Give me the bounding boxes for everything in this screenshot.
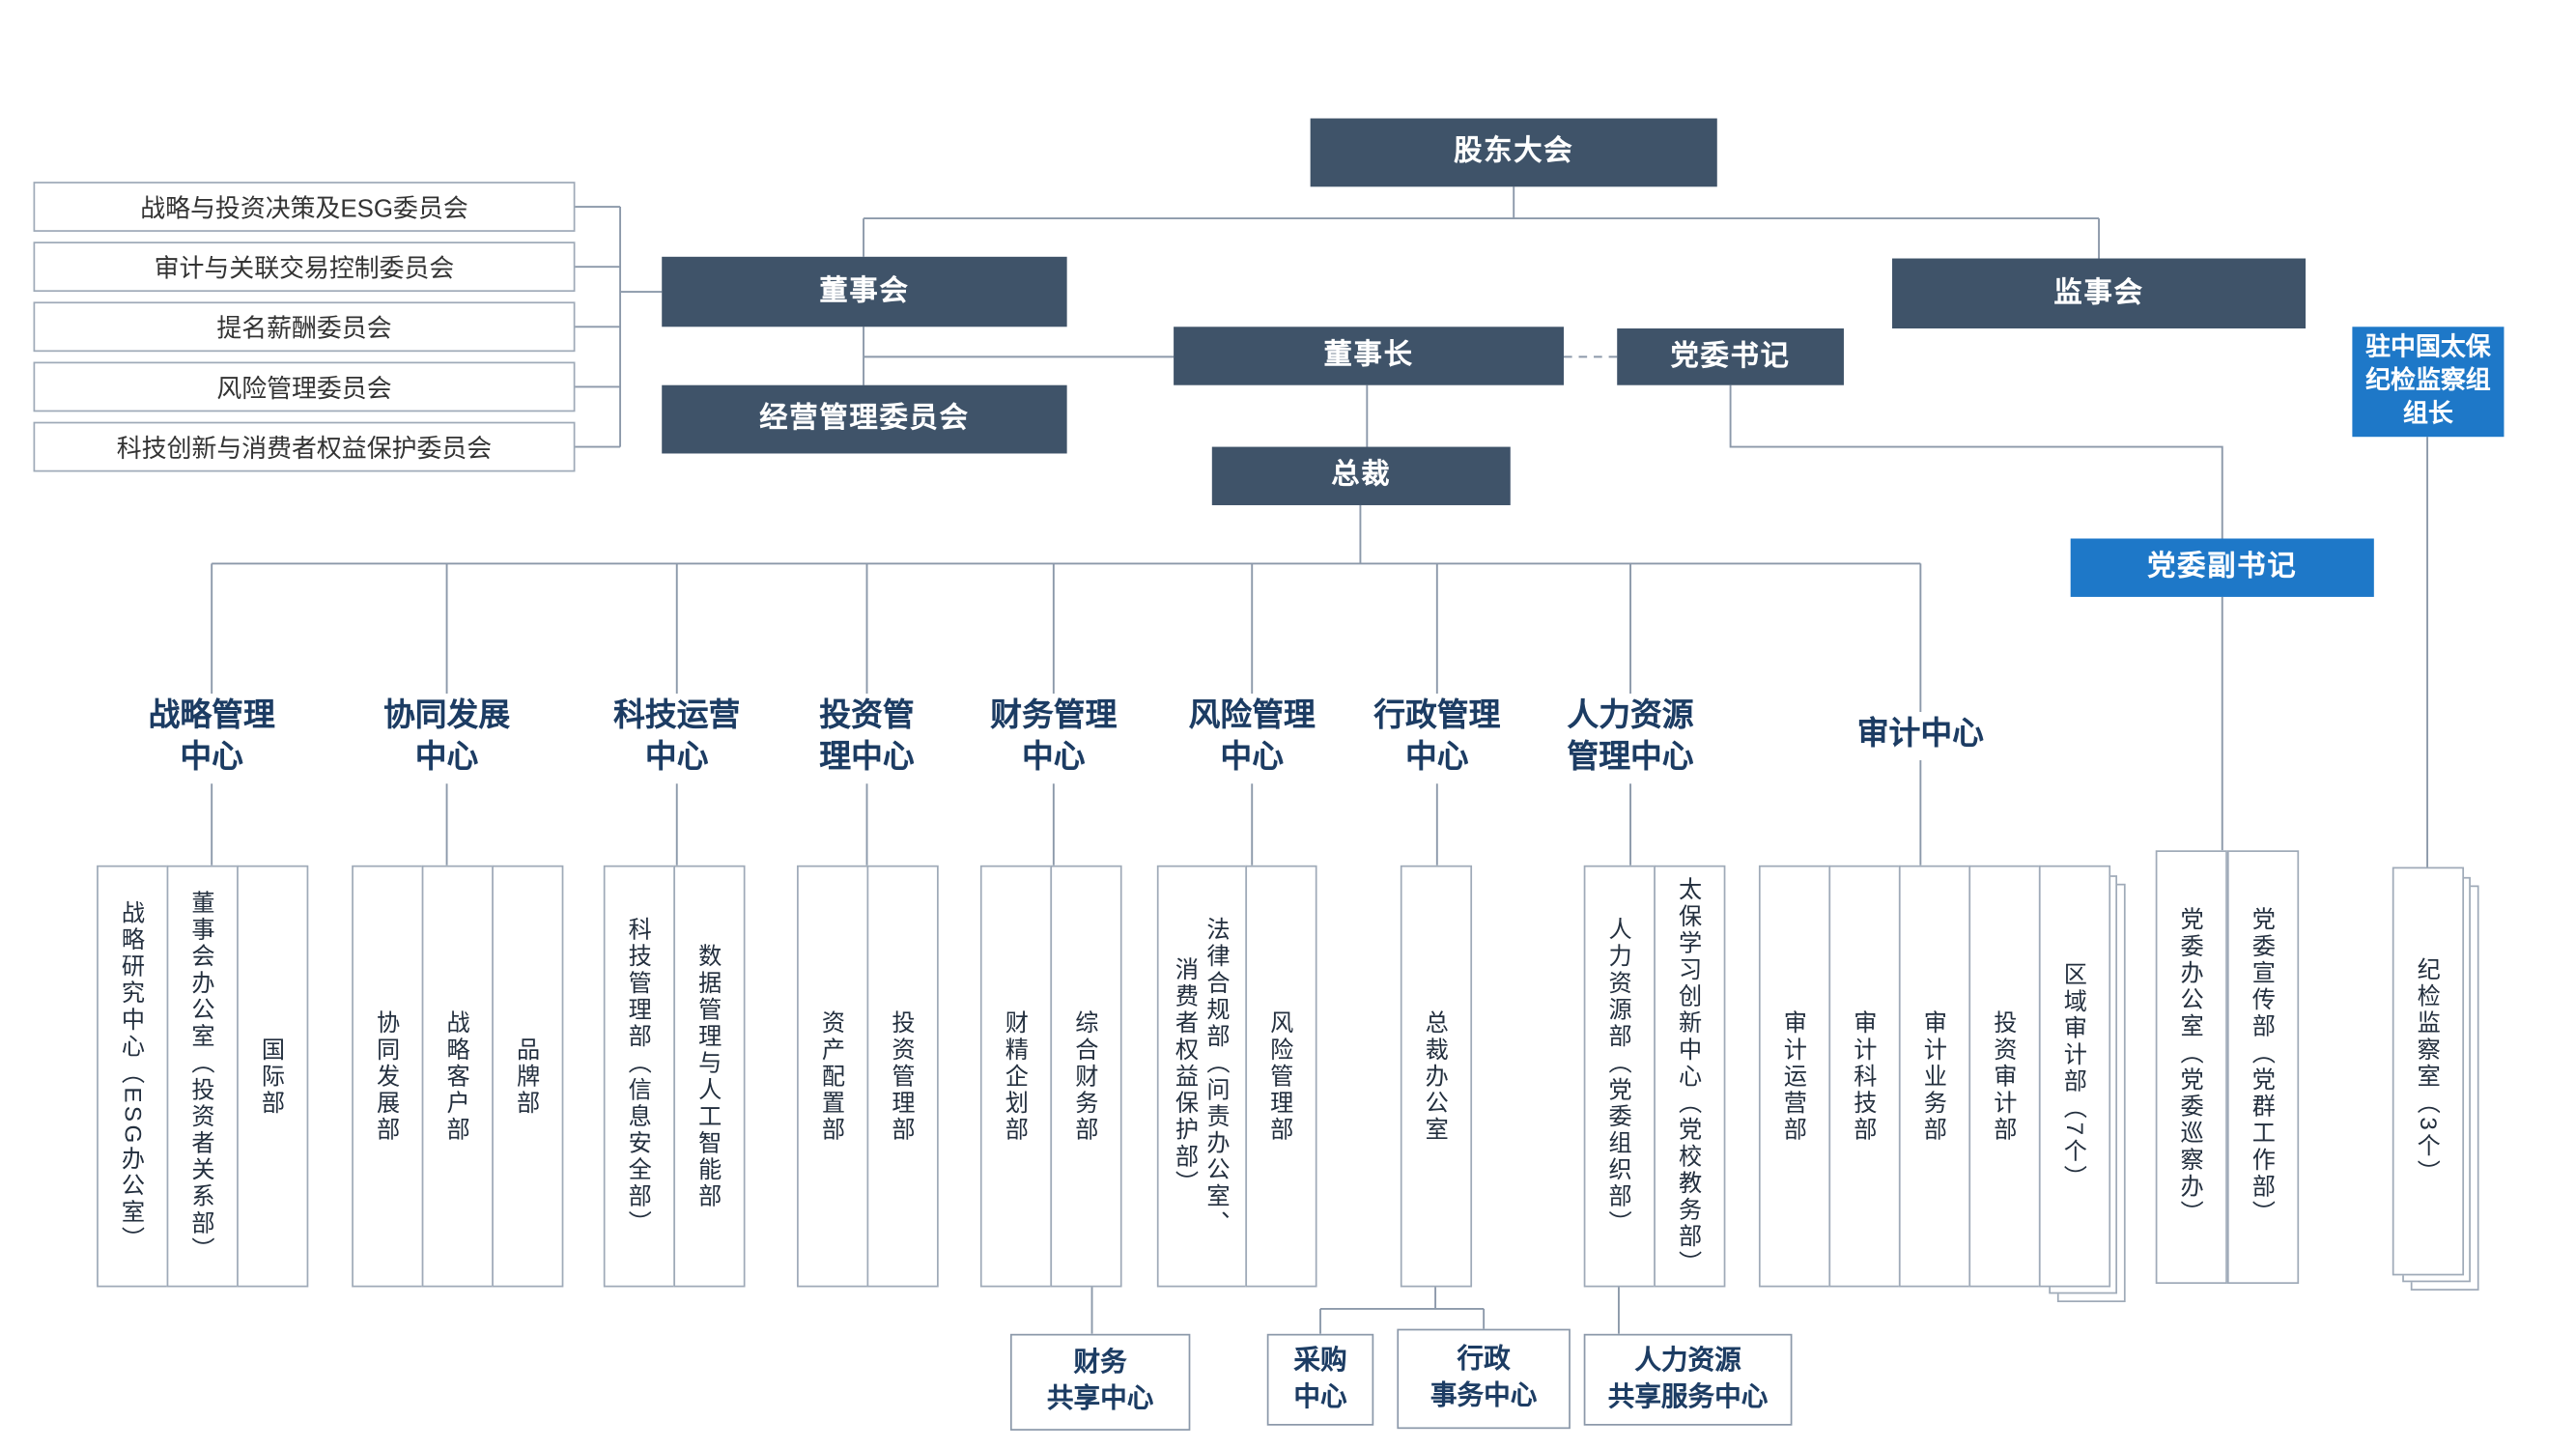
dept-box: 审计运营部: [1758, 865, 1831, 1288]
dept-box: 资产配置部: [797, 865, 869, 1288]
dept-box: 党委宣传部（党群工作部）: [2226, 850, 2300, 1285]
dept-box: 国际部: [237, 865, 309, 1288]
dept-box: 总裁办公室: [1400, 865, 1473, 1288]
committee-box: 风险管理委员会: [33, 361, 576, 412]
subbox-hr-shared-service-center: 人力资源 共享服务中心: [1583, 1333, 1793, 1426]
dept-box: 战略客户部: [421, 865, 494, 1288]
dept-box-regional-audit: 区域审计部（7个）: [2038, 865, 2126, 1303]
dept-box: 投资审计部: [1968, 865, 2041, 1288]
dept-box-discipline-offices: 纪检监察室（3个）: [2392, 867, 2479, 1291]
dept-box: 审计科技部: [1828, 865, 1901, 1288]
dept-box: 风险管理部: [1245, 865, 1317, 1288]
subbox-finance-shared-center: 财务 共享中心: [1009, 1333, 1191, 1431]
node-operating-management-committee: 经营管理委员会: [662, 384, 1067, 454]
subbox-procurement-center: 采购 中心: [1266, 1333, 1374, 1426]
node-supervisory-board: 监事会: [1892, 258, 2307, 329]
committee-box: 提名薪酬委员会: [33, 301, 576, 353]
center-heading-audit: 审计中心: [1856, 717, 1984, 753]
node-deputy-party-secretary: 党委副书记: [2070, 538, 2374, 597]
dept-box: 战略研究中心（ESG办公室）: [97, 865, 169, 1288]
center-heading-investment: 投资管 理中心: [819, 698, 915, 776]
node-board-of-directors: 董事会: [662, 256, 1067, 327]
node-chairman: 董事长: [1174, 327, 1564, 385]
dept-box: 数据管理与人工智能部: [673, 865, 746, 1288]
dept-box: 董事会办公室（投资者关系部）: [166, 865, 239, 1288]
subbox-admin-affairs-center: 行政 事务中心: [1397, 1328, 1571, 1430]
dept-box: 财精企划部: [979, 865, 1053, 1288]
dept-box: 品牌部: [492, 865, 564, 1288]
center-heading-risk: 风险管理 中心: [1188, 698, 1316, 776]
dept-box: 审计业务部: [1898, 865, 1971, 1288]
center-heading-administration: 行政管理 中心: [1373, 698, 1501, 776]
dept-box: 党委办公室（党委巡察办）: [2155, 850, 2227, 1285]
dept-box: 综合财务部: [1050, 865, 1122, 1288]
dept-box: 法律合规部（问责办公室、 消费者权益保护部）: [1156, 865, 1248, 1288]
committee-box: 审计与关联交易控制委员会: [33, 242, 576, 293]
center-heading-technology: 科技运营 中心: [613, 698, 741, 776]
dept-box: 人力资源部（党委组织部）: [1583, 865, 1656, 1288]
node-shareholders-meeting: 股东大会: [1310, 118, 1717, 187]
center-heading-hr: 人力资源 管理中心: [1567, 698, 1694, 776]
dept-box: 太保学习创新中心（党校教务部）: [1654, 865, 1726, 1288]
center-heading-strategy: 战略管理 中心: [148, 698, 275, 776]
node-party-secretary: 党委书记: [1617, 328, 1844, 385]
center-heading-finance: 财务管理 中心: [990, 698, 1118, 776]
committee-box: 科技创新与消费者权益保护委员会: [33, 421, 576, 472]
dept-box: 投资管理部: [866, 865, 939, 1288]
dept-box: 科技管理部（信息安全部）: [603, 865, 676, 1288]
node-discipline-inspection-head: 驻中国太保 纪检监察组 组长: [2352, 327, 2505, 438]
node-president: 总裁: [1211, 446, 1511, 505]
committee-box: 战略与投资决策及ESG委员会: [33, 182, 576, 232]
center-heading-synergy: 协同发展 中心: [382, 698, 511, 776]
dept-box: 协同发展部: [352, 865, 424, 1288]
